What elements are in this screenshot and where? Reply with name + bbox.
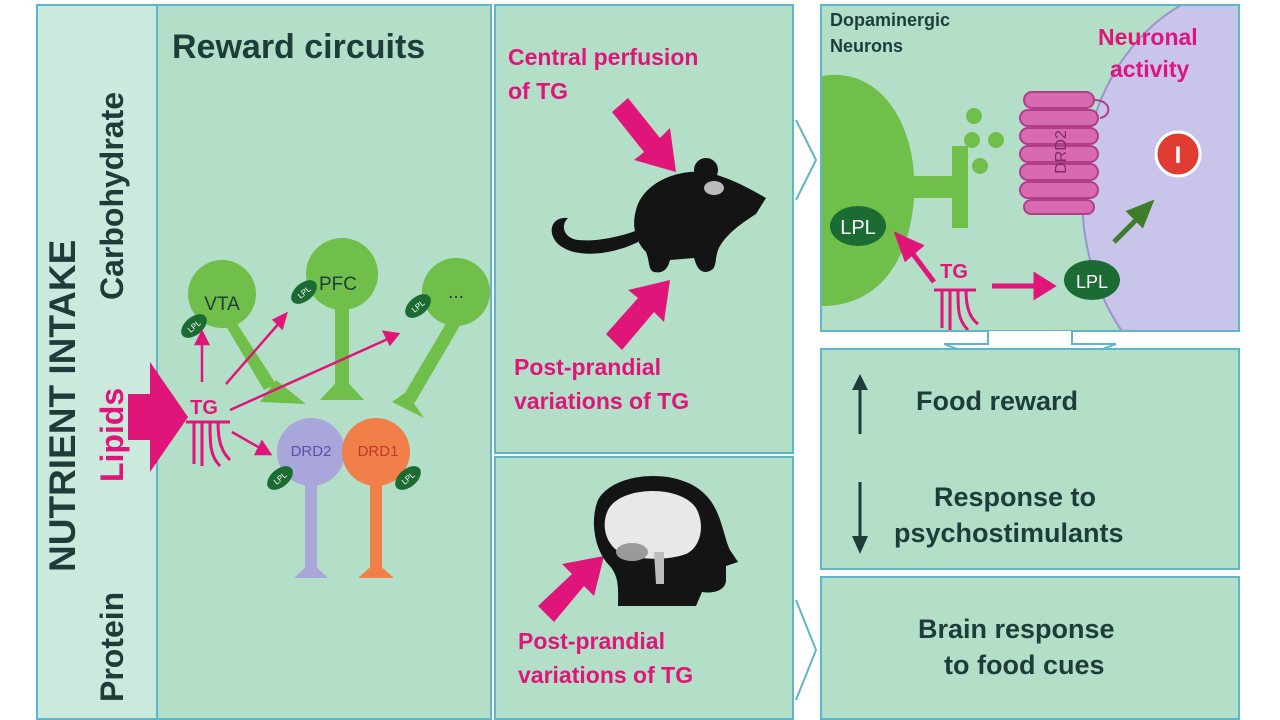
behavior-panel bbox=[820, 348, 1240, 570]
mouse-icon bbox=[551, 158, 766, 273]
lpl-right-oval bbox=[1064, 260, 1120, 300]
tg-receptor bbox=[186, 420, 232, 468]
neuronal-activity-line2: activity bbox=[1110, 56, 1190, 82]
brain-post-prandial-line2: variations of TG bbox=[518, 662, 694, 688]
arrow-down-icon bbox=[852, 482, 868, 554]
drd1-label: DRD1 bbox=[358, 443, 399, 460]
vta-label: VTA bbox=[204, 294, 240, 315]
nutrient-column bbox=[36, 4, 158, 720]
psychostimulants-line2: psychostimulants bbox=[894, 518, 1124, 548]
nutrient-intake-title: NUTRIENT INTAKE bbox=[42, 239, 83, 572]
more-regions-label: ... bbox=[448, 282, 464, 303]
central-perfusion-line1: Central perfusion bbox=[508, 44, 699, 70]
lpl-drd1 bbox=[395, 466, 421, 490]
tg-arrows bbox=[193, 311, 401, 456]
dopaminergic-terminal bbox=[822, 74, 968, 307]
up-down-arrows bbox=[852, 374, 868, 554]
brain-illustration bbox=[538, 475, 738, 622]
lpl-left-label: LPL bbox=[840, 217, 876, 239]
lipid-input-arrow bbox=[128, 362, 188, 472]
nutrient-lipids: Lipids bbox=[94, 387, 130, 482]
neuronal-activity-line1: Neuronal bbox=[1098, 24, 1198, 50]
drd2-neuron bbox=[277, 418, 345, 578]
arrow-up-icon bbox=[852, 374, 868, 434]
drd2-receptor-label: DRD2 bbox=[1053, 130, 1070, 174]
synapse-panel: DRD2 I LPL LPL TG Dopaminergic Neu bbox=[820, 4, 1240, 332]
brain-response-panel bbox=[820, 576, 1240, 720]
brain-response-line2: to food cues bbox=[944, 650, 1105, 680]
perfusion-arrow bbox=[612, 98, 676, 172]
drd1-neuron bbox=[342, 418, 410, 578]
synapse-tg-arrows bbox=[893, 231, 1057, 301]
nutrient-carbohydrate: Carbohydrate bbox=[94, 91, 130, 300]
mouse-post-prandial-line2: variations of TG bbox=[514, 388, 690, 414]
connector-arrows bbox=[795, 119, 818, 701]
mouse-ear-icon bbox=[704, 181, 724, 195]
psychostimulants-line1: Response to bbox=[934, 482, 1097, 512]
synapse-tg-label: TG bbox=[940, 261, 968, 283]
inhibition-symbol: I bbox=[1175, 142, 1182, 169]
mouse-post-prandial-line1: Post-prandial bbox=[514, 354, 661, 380]
pfc-neuron bbox=[306, 238, 378, 400]
dopaminergic-line2: Neurons bbox=[830, 36, 904, 56]
nutrient-protein: Protein bbox=[94, 591, 130, 702]
reward-circuit-diagram: VTA PFC ... TG DRD2 DRD1 LPL LPL LPL LPL… bbox=[181, 238, 490, 578]
lpl-vta bbox=[181, 314, 207, 338]
lpl-other bbox=[405, 294, 431, 318]
drd2-label: DRD2 bbox=[291, 443, 332, 460]
synapse-tg-receptor bbox=[934, 288, 979, 330]
central-perfusion-line2: of TG bbox=[508, 78, 569, 104]
food-reward-label: Food reward bbox=[916, 386, 1079, 416]
drd2-receptor-icon bbox=[1019, 91, 1110, 215]
brain-post-prandial-line1: Post-prandial bbox=[518, 628, 665, 654]
lpl-right-label: LPL bbox=[1076, 272, 1108, 292]
synapse-diagram: DRD2 I LPL LPL TG bbox=[822, 6, 1238, 330]
lpl-drd2 bbox=[267, 466, 293, 490]
lpl-pfc bbox=[291, 280, 317, 304]
mouse-illustration bbox=[551, 98, 766, 350]
postprandial-arrow bbox=[606, 280, 670, 350]
head-silhouette-icon bbox=[593, 475, 738, 606]
reward-circuits-title: Reward circuits bbox=[172, 28, 426, 66]
other-neuron bbox=[392, 258, 490, 418]
dopamine-vesicles bbox=[964, 108, 1004, 174]
inhibition-icon bbox=[1154, 130, 1202, 178]
lpl-left-oval bbox=[830, 206, 886, 246]
pfc-label: PFC bbox=[319, 274, 357, 295]
activity-arrow bbox=[1112, 199, 1155, 244]
brain-response-line1: Brain response bbox=[918, 614, 1115, 644]
tg-label: TG bbox=[190, 397, 218, 419]
brain-arrow bbox=[538, 556, 604, 622]
dopaminergic-line1: Dopaminergic bbox=[830, 10, 951, 30]
